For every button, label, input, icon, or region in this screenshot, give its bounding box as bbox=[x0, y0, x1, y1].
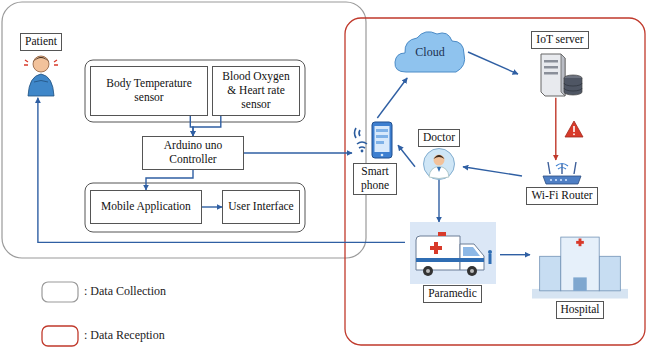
node-label: Smart phone bbox=[353, 163, 397, 195]
app-box: Mobile Application bbox=[90, 190, 202, 224]
connector-arrow bbox=[193, 116, 221, 136]
legend-swatch bbox=[42, 282, 78, 302]
node-label: IoT server bbox=[531, 31, 588, 49]
box-text: Mobile Application bbox=[101, 200, 191, 214]
node-label: Patient bbox=[20, 33, 62, 51]
connector-arrow bbox=[398, 145, 415, 167]
cloud-text: Cloud bbox=[415, 45, 444, 59]
sensor-box: Body Temperature sensor bbox=[90, 66, 208, 116]
doctor-node: Doctor bbox=[415, 128, 463, 180]
ui-box: User Interface bbox=[222, 190, 300, 224]
connector-arrow bbox=[202, 206, 222, 207]
data-reception-region bbox=[345, 18, 645, 345]
node-icon bbox=[535, 50, 585, 98]
connector-arrow bbox=[438, 180, 439, 222]
node-label: Wi-Fi Router bbox=[526, 187, 597, 205]
legend-text: : Data Collection bbox=[84, 284, 166, 299]
controller-box: Arduino uno Controller bbox=[142, 136, 244, 170]
data-collection-region bbox=[2, 2, 366, 258]
smartphone-node: Smart phone bbox=[352, 118, 398, 196]
sensor-group bbox=[85, 60, 305, 122]
node-icon bbox=[532, 226, 628, 300]
cloud-text-holder: Cloud bbox=[392, 26, 468, 78]
node-icon bbox=[540, 160, 584, 186]
connector-arrow bbox=[146, 170, 193, 190]
connector-arrow bbox=[463, 167, 522, 176]
hospital-node: Hospital bbox=[530, 226, 630, 320]
node-icon bbox=[352, 118, 398, 162]
app-group bbox=[85, 183, 305, 232]
node-label: Hospital bbox=[556, 301, 605, 319]
node-icon bbox=[21, 52, 61, 98]
warning-symbol bbox=[565, 121, 583, 137]
node-label: Paramedic bbox=[423, 285, 482, 303]
legend-swatch bbox=[42, 326, 78, 346]
connector-arrow bbox=[555, 98, 556, 160]
connector-arrow bbox=[377, 78, 407, 118]
connector-arrow bbox=[468, 52, 518, 74]
sensor-box: Blood Oxygen & Heart rate sensor bbox=[212, 66, 300, 116]
paramedic-node: Paramedic bbox=[405, 222, 500, 304]
legend-text: : Data Reception bbox=[84, 328, 165, 343]
node-label: Doctor bbox=[418, 129, 460, 147]
cloud-shape: Cloud bbox=[392, 26, 468, 78]
server-node: IoT server bbox=[518, 30, 602, 98]
box-text: Body Temperature sensor bbox=[95, 77, 203, 105]
node-icon bbox=[423, 148, 455, 180]
box-text: Arduino uno Controller bbox=[147, 139, 239, 167]
cloud-path bbox=[395, 32, 465, 72]
node-icon bbox=[410, 222, 496, 284]
connector-arrow bbox=[38, 98, 405, 243]
box-text: Blood Oxygen & Heart rate sensor bbox=[217, 70, 295, 111]
connector-arrow bbox=[244, 152, 352, 153]
patient-label: Patient bbox=[10, 32, 72, 98]
connector-arrow bbox=[500, 254, 530, 255]
box-text: User Interface bbox=[228, 200, 293, 214]
router-node: Wi-Fi Router bbox=[522, 160, 602, 206]
